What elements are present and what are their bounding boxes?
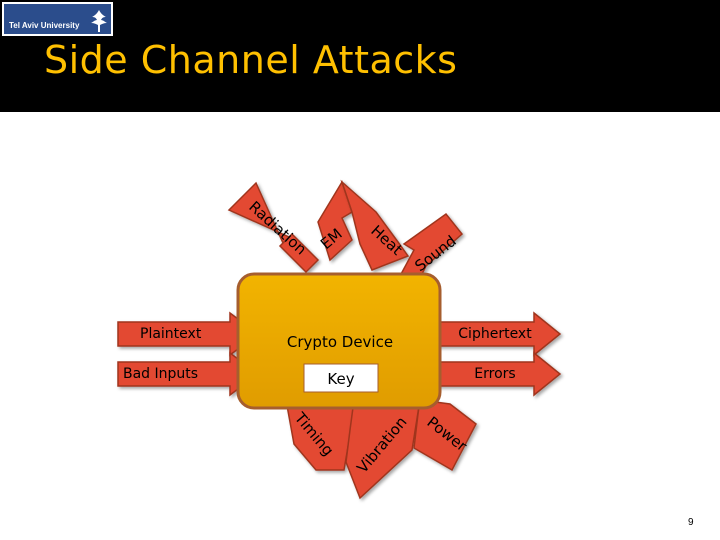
key-label: Key xyxy=(327,370,354,388)
output-label-ciphertext: Ciphertext xyxy=(458,326,532,342)
logo-text: Tel Aviv University xyxy=(9,21,80,30)
arrow-power xyxy=(413,399,477,472)
page-number: 9 xyxy=(688,517,694,528)
tree-emblem-icon xyxy=(91,10,107,32)
page-title: Side Channel Attacks xyxy=(44,38,458,82)
key-box xyxy=(303,363,379,393)
output-label-errors: Errors xyxy=(474,366,515,382)
channel-label-radiation: Radiation xyxy=(245,198,310,259)
arrow-radiation xyxy=(227,181,320,274)
input-label-plaintext: Plaintext xyxy=(140,326,202,342)
input-label-bad-inputs: Bad Inputs xyxy=(123,366,198,382)
crypto-device-box xyxy=(236,272,442,410)
header-bar: Tel Aviv University Side Channel Attacks xyxy=(0,0,720,112)
arrow-heat xyxy=(340,179,410,271)
device-label: Crypto Device xyxy=(287,333,393,351)
university-logo: Tel Aviv University xyxy=(2,2,113,36)
